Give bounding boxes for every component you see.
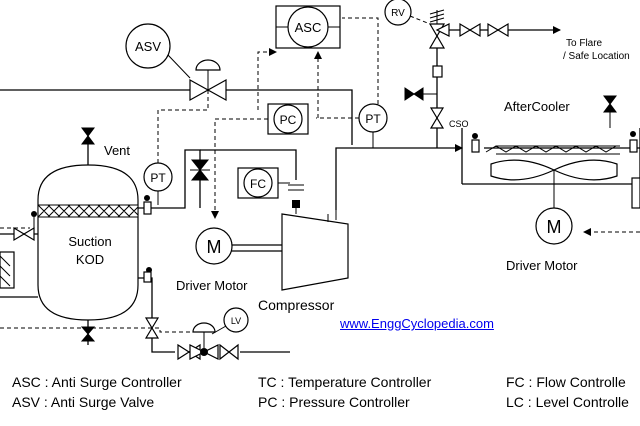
suction-kod-label-2: KOD <box>76 252 104 267</box>
cso-valve <box>429 107 445 129</box>
legend-lc: LC : Level Controlle <box>506 394 629 410</box>
to-flare-label-2: / Safe Location <box>563 51 630 62</box>
vent-label: Vent <box>104 143 130 158</box>
driver-motor-right <box>535 207 573 245</box>
asv-bubble <box>125 23 171 69</box>
legend-pc: PC : Pressure Controller <box>258 394 410 410</box>
rv-bubble <box>384 0 412 26</box>
relief-valve <box>428 9 450 49</box>
kod-inlet-valve <box>13 211 37 242</box>
flare-valve-2 <box>487 22 509 38</box>
motor-left-symbol: M <box>207 237 222 257</box>
legend-asv: ASV : Anti Surge Valve <box>12 394 155 410</box>
lv-bubble <box>223 307 249 333</box>
website-link[interactable]: www.EnggCyclopedia.com <box>340 316 494 331</box>
level-control-valve <box>177 322 239 361</box>
to-flare-label-1: To Flare <box>566 38 603 49</box>
legend-tc: TC : Temperature Controller <box>258 374 432 390</box>
pc-label: PC <box>280 113 297 127</box>
lv-label: LV <box>231 316 241 326</box>
suction-valve <box>190 159 210 181</box>
compressor-body <box>281 213 349 291</box>
driver-motor-right-label: Driver Motor <box>506 258 578 273</box>
flare-valve-1 <box>459 22 481 38</box>
pt-discharge-label: PT <box>365 112 381 126</box>
driver-motor-left-label: Driver Motor <box>176 278 248 293</box>
aftercooler-label: AfterCooler <box>504 99 570 114</box>
pt-suction-label: PT <box>150 171 166 185</box>
drain-valve <box>143 267 160 339</box>
asc-label: ASC <box>295 20 322 35</box>
asv-label: ASV <box>135 39 161 54</box>
legend-fc: FC : Flow Controlle <box>506 374 626 390</box>
cso-label: CSO <box>449 119 469 129</box>
suction-kod-vessel <box>37 127 139 345</box>
bypass-valve <box>404 87 437 101</box>
motor-right-symbol: M <box>547 217 562 237</box>
suction-kod-label-1: Suction <box>68 234 111 249</box>
aftercooler <box>461 95 640 210</box>
compressor-label: Compressor <box>258 297 335 313</box>
legend-asc: ASC : Anti Surge Controller <box>12 374 182 390</box>
driver-motor-left <box>195 227 233 265</box>
fc-label: FC <box>250 177 266 191</box>
anti-surge-valve <box>189 59 227 102</box>
rv-label: RV <box>391 8 405 19</box>
